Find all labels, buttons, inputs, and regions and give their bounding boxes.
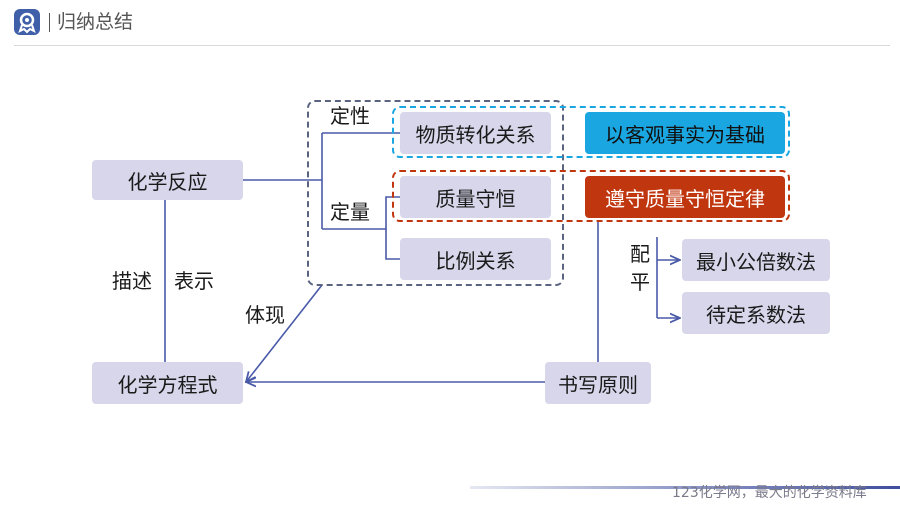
header-separator <box>49 13 50 32</box>
reaction-node: 化学反应 <box>92 160 243 200</box>
writing-principle-node: 书写原则 <box>545 362 651 404</box>
follow-law-node: 遵守质量守恒定律 <box>585 176 785 218</box>
describe-label: 描述 <box>112 269 152 293</box>
ratio-node: 比例关系 <box>400 238 551 280</box>
fact-basis-group <box>392 106 790 158</box>
mass-conservation-node: 质量守恒 <box>400 176 551 218</box>
equation-node: 化学方程式 <box>92 362 243 404</box>
represent-label: 表示 <box>174 269 214 293</box>
material-conversion-node: 物质转化关系 <box>400 112 551 154</box>
undetermined-coeff-node: 待定系数法 <box>682 292 830 334</box>
balance-label-bottom: 平 <box>630 270 650 294</box>
footer-watermark: 123化学网，最大的化学资料库 <box>672 485 867 501</box>
header-divider <box>14 45 890 46</box>
embody-label: 体现 <box>245 303 285 327</box>
mass-law-group <box>392 170 790 222</box>
quantitative-label: 定量 <box>330 200 370 224</box>
qualitative-label: 定性 <box>330 104 370 128</box>
page-title: 归纳总结 <box>57 11 134 33</box>
balance-label-top: 配 <box>630 242 650 266</box>
min-common-multiple-node: 最小公倍数法 <box>682 239 830 281</box>
badge-icon <box>14 9 40 35</box>
qualitative-quantitative-group <box>307 100 564 286</box>
fact-basis-node: 以客观事实为基础 <box>585 112 785 154</box>
